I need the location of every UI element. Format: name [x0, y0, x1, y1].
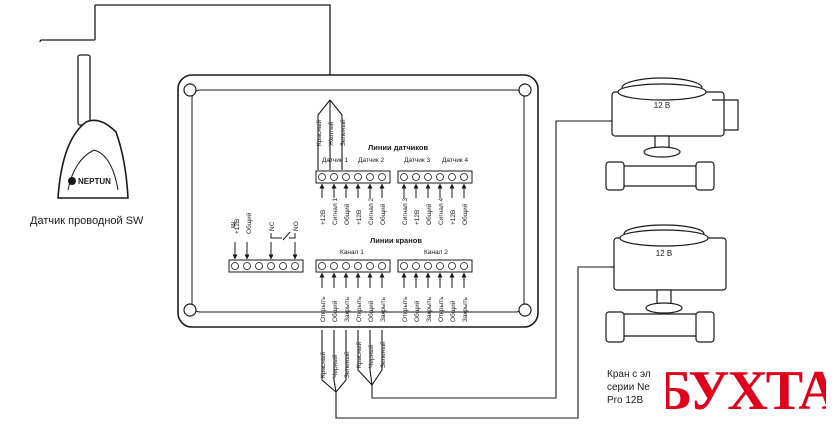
terminal-label: +12В [414, 210, 421, 225]
power-dc-icon [231, 222, 235, 228]
terminal-label: Общий [343, 203, 351, 225]
terminal-label: +12В [450, 210, 457, 225]
wire-label: Красный [319, 351, 327, 378]
terminal-label: Закрыть [380, 296, 387, 322]
terminal-label: Общий [425, 203, 433, 225]
power-label: Общий [245, 212, 253, 234]
wire-label: Черный [331, 354, 339, 378]
neptun-logo-icon [68, 177, 76, 185]
valve-caption-line: Pro 12В [607, 395, 644, 406]
terminal-label: Общий [449, 300, 457, 322]
valve-group-label: Канал 2 [424, 249, 448, 256]
watermark-text: БУХТА [666, 360, 826, 422]
terminal-label: Открыть [320, 296, 327, 322]
wire-label: Красный [355, 341, 363, 368]
terminal-label: Общий [461, 203, 469, 225]
screw-hole-icon [518, 83, 532, 97]
wire-label: Зеленый [343, 351, 351, 378]
water-sensor-device: NEPTUN [39, 4, 331, 199]
valve-voltage-label: 12 В [654, 101, 670, 110]
valve-lines-title: Линии кранов [370, 236, 422, 245]
sensor-body [57, 119, 129, 199]
relay-nc-label: NC [269, 221, 276, 231]
terminal-label: Закрыть [462, 296, 469, 322]
terminal-label: Закрыть [426, 296, 433, 322]
valve-caption-line: Кран с эл [607, 369, 651, 380]
sensor-cable-route [95, 4, 331, 100]
valve-group-label: Канал 1 [340, 249, 364, 256]
terminal-label: Общий [379, 203, 387, 225]
relay-contact-icon [270, 231, 296, 241]
wire-label: Зеленый [379, 341, 387, 368]
terminal-label: Сигнал 3 [402, 198, 409, 225]
valve-voltage-label: 12 В [656, 249, 672, 258]
sensor-cable [39, 39, 95, 43]
screw-hole-icon [183, 303, 197, 317]
motorized-valve-2 [605, 224, 727, 343]
relay-no-label: NO [293, 221, 300, 231]
valve-1-cable [371, 120, 610, 399]
power-arrows [232, 242, 298, 260]
sensor-lines-title: Линии датчиков [368, 143, 429, 152]
screw-hole-icon [518, 303, 532, 317]
power-label: +12В [234, 219, 241, 234]
terminal-label: Общий [331, 300, 339, 322]
sensor-group-label: Датчик 2 [358, 157, 385, 164]
wire-label: Красный [315, 119, 323, 146]
terminal-label: Открыть [356, 296, 363, 322]
valve-2-cable [335, 266, 610, 419]
sensor-group-label: Датчик 1 [322, 157, 349, 164]
box-outer [177, 74, 539, 328]
motorized-valve-1 [605, 77, 739, 191]
terminal-label: Сигнал 4 [438, 198, 445, 225]
terminal-label: Сигнал 2 [368, 198, 375, 225]
valve-caption-line: серии Ne [607, 382, 650, 393]
valve-wires [321, 120, 610, 419]
terminal-label: +12В [356, 210, 363, 225]
terminal-label: Сигнал 1 [332, 198, 339, 225]
sensor-brand: NEPTUN [78, 177, 111, 186]
box-inner [191, 89, 525, 313]
sensor-arrows [319, 183, 467, 198]
power-terminal-block [228, 259, 304, 273]
terminal-label: Открыть [402, 296, 409, 322]
controller-box [177, 74, 539, 328]
sensor-group-label: Датчик 3 [404, 157, 431, 164]
valve-caption: Кран с эл серии Ne Pro 12В [607, 368, 667, 407]
wire-label: Черный [367, 344, 375, 368]
terminal-label: Открыть [438, 296, 445, 322]
terminal-label: Общий [367, 300, 375, 322]
terminal-label: +12В [320, 210, 327, 225]
terminal-label: Закрыть [344, 296, 351, 322]
sensor-group-label: Датчик 4 [442, 157, 469, 164]
sensor-terminal-block [315, 170, 473, 184]
terminal-label: Общий [413, 300, 421, 322]
valve-arrows [319, 272, 467, 288]
valve-terminal-block [315, 259, 473, 273]
sensor-caption: Датчик проводной SW [30, 215, 144, 227]
screw-hole-icon [183, 83, 197, 97]
wire-label: Зеленый [339, 119, 347, 146]
watermark-logo: БУХТА [666, 359, 826, 424]
wire-label: Желтый [327, 121, 335, 146]
sensor-cable-sleeve [77, 54, 91, 126]
sensor-wires [317, 99, 343, 170]
